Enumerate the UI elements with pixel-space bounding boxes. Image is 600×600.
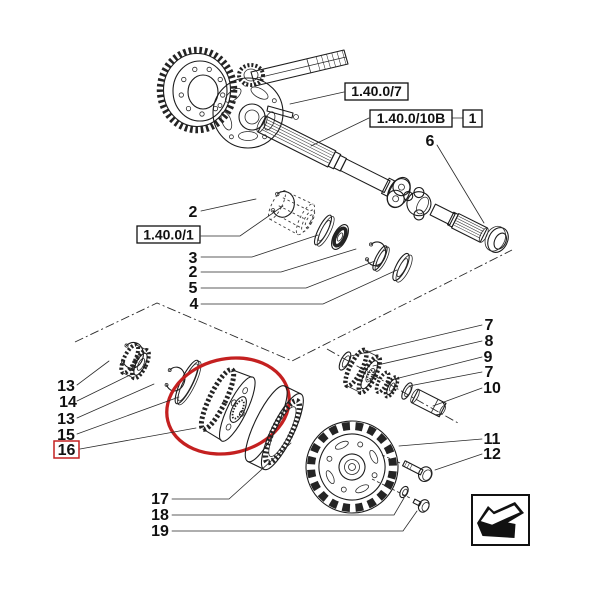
ref-label-drive-shaft-item[interactable]: 1: [469, 110, 477, 126]
bevel-pinion: [237, 63, 265, 87]
callout-4[interactable]: 4: [190, 296, 199, 313]
ring-5: [372, 245, 390, 272]
universal-joint: [381, 176, 432, 221]
callout-17[interactable]: 17: [151, 491, 169, 508]
callout-6[interactable]: 6: [426, 133, 435, 150]
group-boundary-line: [74, 249, 513, 362]
callout-9[interactable]: 9: [484, 349, 493, 366]
bolt-12: [381, 454, 433, 483]
callout-18[interactable]: 18: [151, 507, 169, 524]
ball-bearing: [331, 224, 349, 250]
crown-gear-bolt-holes: [178, 66, 226, 117]
callout-16-highlight-box: [53, 440, 80, 459]
ring-3: [313, 214, 335, 247]
callout-12[interactable]: 12: [483, 446, 501, 463]
callout-19[interactable]: 19: [151, 523, 169, 540]
ring-4: [392, 252, 413, 283]
page-back-arrow-icon: [477, 502, 524, 538]
ref-label-top-assembly[interactable]: 1.40.0/7: [351, 83, 402, 99]
callout-3[interactable]: 3: [189, 250, 198, 267]
ref-box-left-group[interactable]: 1.40.0/1: [136, 225, 201, 244]
callout-2a[interactable]: 2: [189, 204, 198, 221]
ref-box-top-assembly[interactable]: 1.40.0/7: [344, 82, 409, 101]
callout-7a[interactable]: 7: [485, 317, 494, 334]
hub-gear-16: [198, 367, 256, 442]
ref-box-drive-shaft-item[interactable]: 1: [462, 109, 483, 128]
callout-10[interactable]: 10: [483, 380, 501, 397]
leader-lines: [76, 91, 485, 532]
callout-7b[interactable]: 7: [485, 364, 494, 381]
ref-box-drive-shaft[interactable]: 1.40.0/10B: [369, 109, 453, 128]
callout-13a[interactable]: 13: [57, 378, 75, 395]
pin-10: [410, 388, 447, 418]
ref-label-drive-shaft[interactable]: 1.40.0/10B: [377, 110, 446, 126]
back-button[interactable]: [471, 494, 530, 546]
differential-carrier: [212, 77, 299, 149]
bolt-19: [412, 498, 430, 513]
crown-gear: [156, 46, 238, 134]
callout-2b[interactable]: 2: [189, 264, 198, 281]
seal-ring-6: [484, 225, 509, 253]
gear-9: [374, 370, 400, 399]
clutch-housing-11: [305, 420, 399, 514]
differential-cross-pin: [266, 105, 299, 120]
callout-15[interactable]: 15: [57, 427, 75, 444]
drive-shaft: [256, 115, 489, 243]
ring-gear-17: [244, 385, 304, 471]
gear-14: [119, 342, 151, 381]
callout-16[interactable]: 16: [58, 442, 76, 459]
callout-14[interactable]: 14: [59, 394, 77, 411]
ref-label-left-group[interactable]: 1.40.0/1: [143, 227, 194, 243]
callout-5[interactable]: 5: [189, 280, 198, 297]
callout-8[interactable]: 8: [485, 333, 494, 350]
pinion-shaft: [250, 49, 349, 87]
callout-13b[interactable]: 13: [57, 411, 75, 428]
highlight-ellipse: [165, 356, 291, 456]
snap-ring-2a: [270, 190, 295, 218]
washer-7a: [338, 351, 352, 371]
snap-ring-13b: [164, 366, 186, 392]
callout-numbers: 6 2 3 2 5 4 13 14 13 15 16 7 8 9 7 10 11…: [53, 133, 501, 540]
washer-7b: [401, 382, 413, 400]
washer-18: [371, 478, 413, 500]
callout-11[interactable]: 11: [484, 431, 501, 448]
